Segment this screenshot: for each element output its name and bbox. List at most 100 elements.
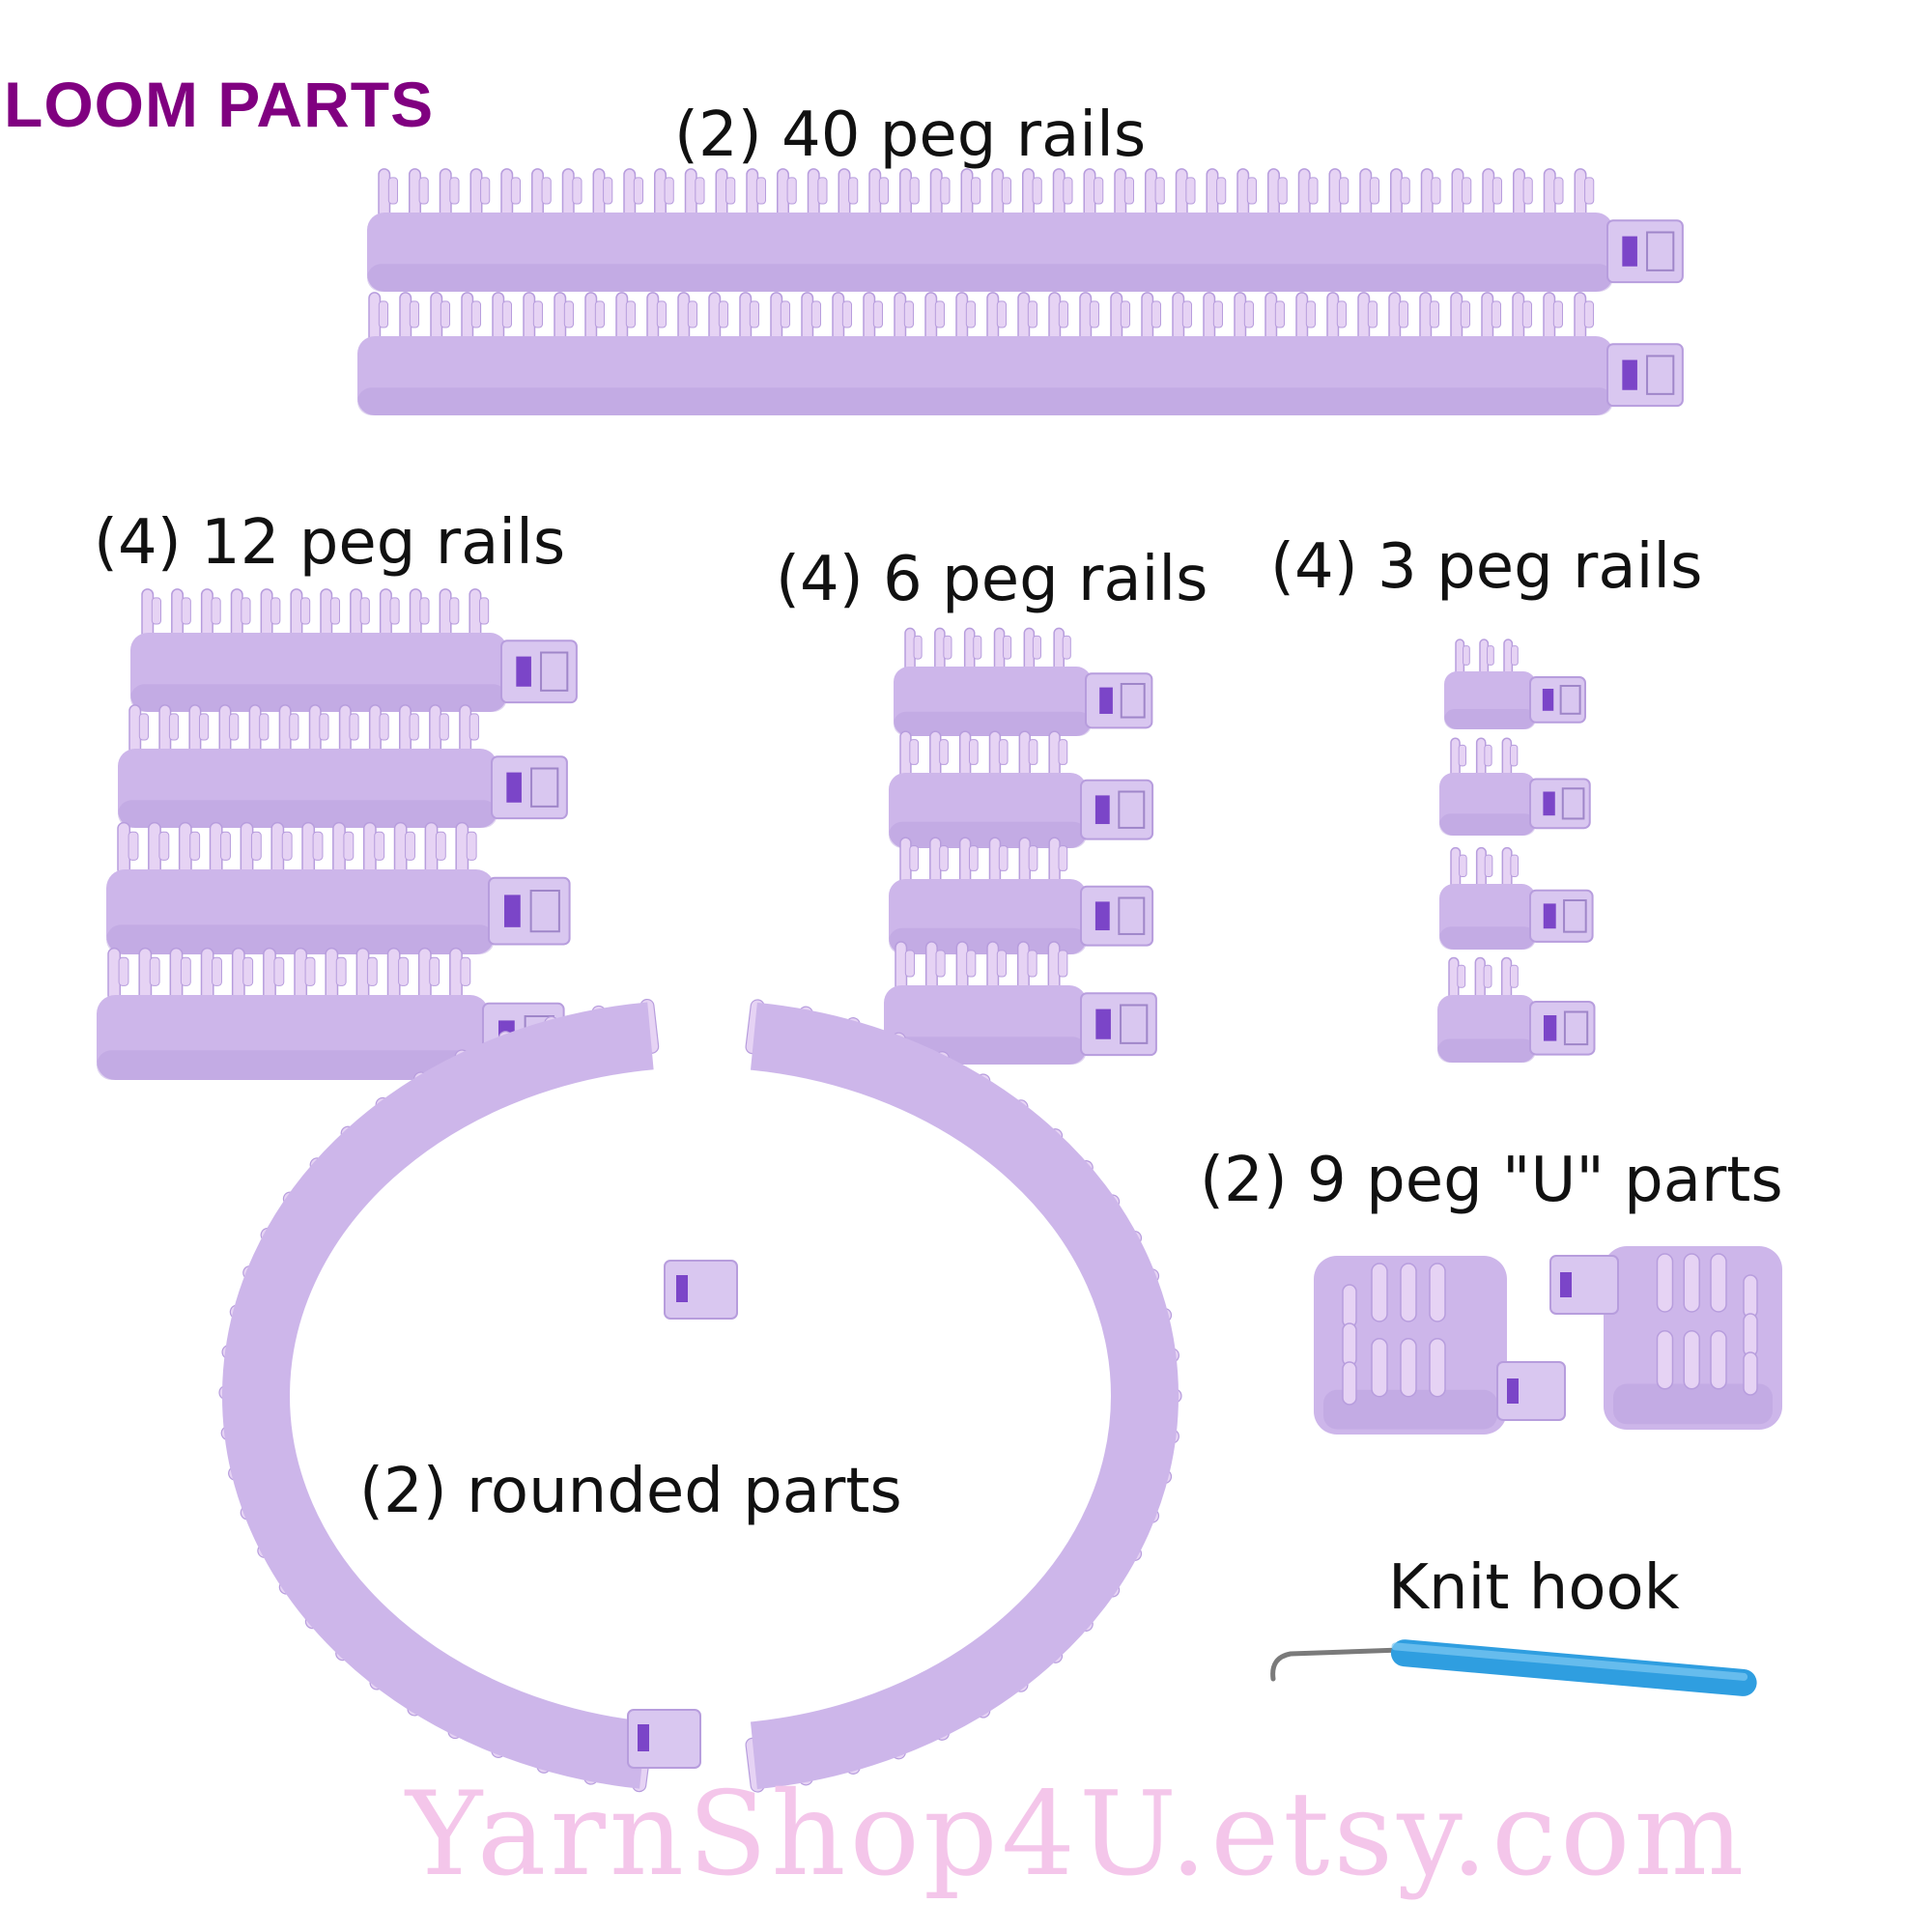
peg xyxy=(1429,1337,1446,1398)
rail-body xyxy=(884,985,1087,1065)
connector-slot xyxy=(1560,1272,1572,1297)
peg-tip xyxy=(273,956,285,986)
peg-tip xyxy=(168,713,180,741)
peg-tip xyxy=(817,177,828,205)
connector xyxy=(1080,779,1154,840)
peg xyxy=(1388,292,1402,343)
peg xyxy=(399,704,412,755)
peg xyxy=(386,947,401,1002)
peg-tip xyxy=(1123,177,1135,205)
peg-tip xyxy=(409,300,420,328)
peg-tip xyxy=(1459,854,1467,878)
peg-tip xyxy=(1483,964,1492,988)
peg-tip xyxy=(841,300,853,328)
peg-tip xyxy=(1028,739,1038,765)
peg xyxy=(1053,627,1065,673)
peg-tip xyxy=(181,597,191,625)
peg-tip xyxy=(656,300,668,328)
peg xyxy=(332,821,346,876)
peg xyxy=(1079,292,1093,343)
connector-slot xyxy=(516,656,531,687)
rail-6-2 xyxy=(889,730,1154,848)
rail-shade xyxy=(889,927,1087,954)
peg xyxy=(141,588,155,639)
peg-tip xyxy=(510,177,522,205)
connector-slot xyxy=(1094,901,1110,931)
peg-tip xyxy=(259,713,270,741)
peg xyxy=(461,292,474,343)
peg-tip xyxy=(149,956,160,986)
peg xyxy=(430,292,443,343)
peg-tip xyxy=(1032,635,1041,660)
peg-tip xyxy=(449,597,460,625)
peg-tip xyxy=(968,739,979,765)
peg xyxy=(684,168,697,219)
peg-tip xyxy=(633,177,644,205)
peg xyxy=(492,292,505,343)
connector-socket xyxy=(1563,899,1587,933)
connector-socket xyxy=(1559,685,1581,715)
peg-tip xyxy=(563,300,575,328)
peg-tip xyxy=(996,300,1008,328)
peg xyxy=(646,292,660,343)
peg-tip xyxy=(1584,177,1595,205)
peg-tip xyxy=(128,831,139,861)
peg xyxy=(1172,292,1185,343)
peg xyxy=(368,704,382,755)
peg xyxy=(715,168,728,219)
peg xyxy=(1234,292,1247,343)
peg-tip xyxy=(460,956,471,986)
connector-slot xyxy=(1622,359,1637,390)
peg-tip xyxy=(878,177,890,205)
peg-tip xyxy=(398,956,409,986)
peg-tip xyxy=(541,177,552,205)
peg-tip xyxy=(1003,635,1012,660)
peg xyxy=(240,821,254,876)
connector xyxy=(1529,676,1586,724)
peg-tip xyxy=(366,956,378,986)
peg xyxy=(1083,168,1096,219)
peg-tip xyxy=(1509,964,1519,988)
rail-3-3 xyxy=(1439,846,1594,950)
peg xyxy=(1574,292,1587,343)
peg-tip xyxy=(664,177,674,205)
peg-tip xyxy=(1553,177,1564,205)
peg xyxy=(1359,168,1373,219)
peg xyxy=(260,588,273,639)
peg-tip xyxy=(439,713,449,741)
peg xyxy=(1018,837,1032,886)
peg xyxy=(158,704,172,755)
peg xyxy=(924,941,938,992)
peg xyxy=(169,947,184,1002)
peg xyxy=(439,588,452,639)
peg-tip xyxy=(1032,177,1042,205)
peg xyxy=(355,947,370,1002)
peg-tip xyxy=(996,950,1008,978)
peg-tip xyxy=(1246,177,1258,205)
peg-tip xyxy=(1212,300,1224,328)
peg-tip xyxy=(501,300,513,328)
peg-tip xyxy=(1120,300,1131,328)
peg-tip xyxy=(1522,177,1533,205)
peg-tip xyxy=(480,177,491,205)
peg xyxy=(991,168,1005,219)
peg-tip xyxy=(312,831,324,861)
connector xyxy=(1080,992,1157,1057)
connector-socket xyxy=(1120,1004,1149,1044)
peg xyxy=(1203,292,1216,343)
peg-tip xyxy=(1463,645,1470,666)
peg-tip xyxy=(913,635,923,660)
peg-tip xyxy=(810,300,822,328)
rail-12-2 xyxy=(118,704,568,828)
peg xyxy=(117,821,131,876)
rounded-part-left xyxy=(218,998,660,1793)
peg xyxy=(1047,941,1061,992)
rounded-body xyxy=(222,1002,654,1789)
connector-slot xyxy=(1094,795,1110,825)
peg-tip xyxy=(429,956,440,986)
rails-3-group xyxy=(1437,639,1596,1063)
peg xyxy=(455,821,469,876)
peg xyxy=(1326,292,1340,343)
peg xyxy=(362,821,377,876)
peg xyxy=(895,941,908,992)
